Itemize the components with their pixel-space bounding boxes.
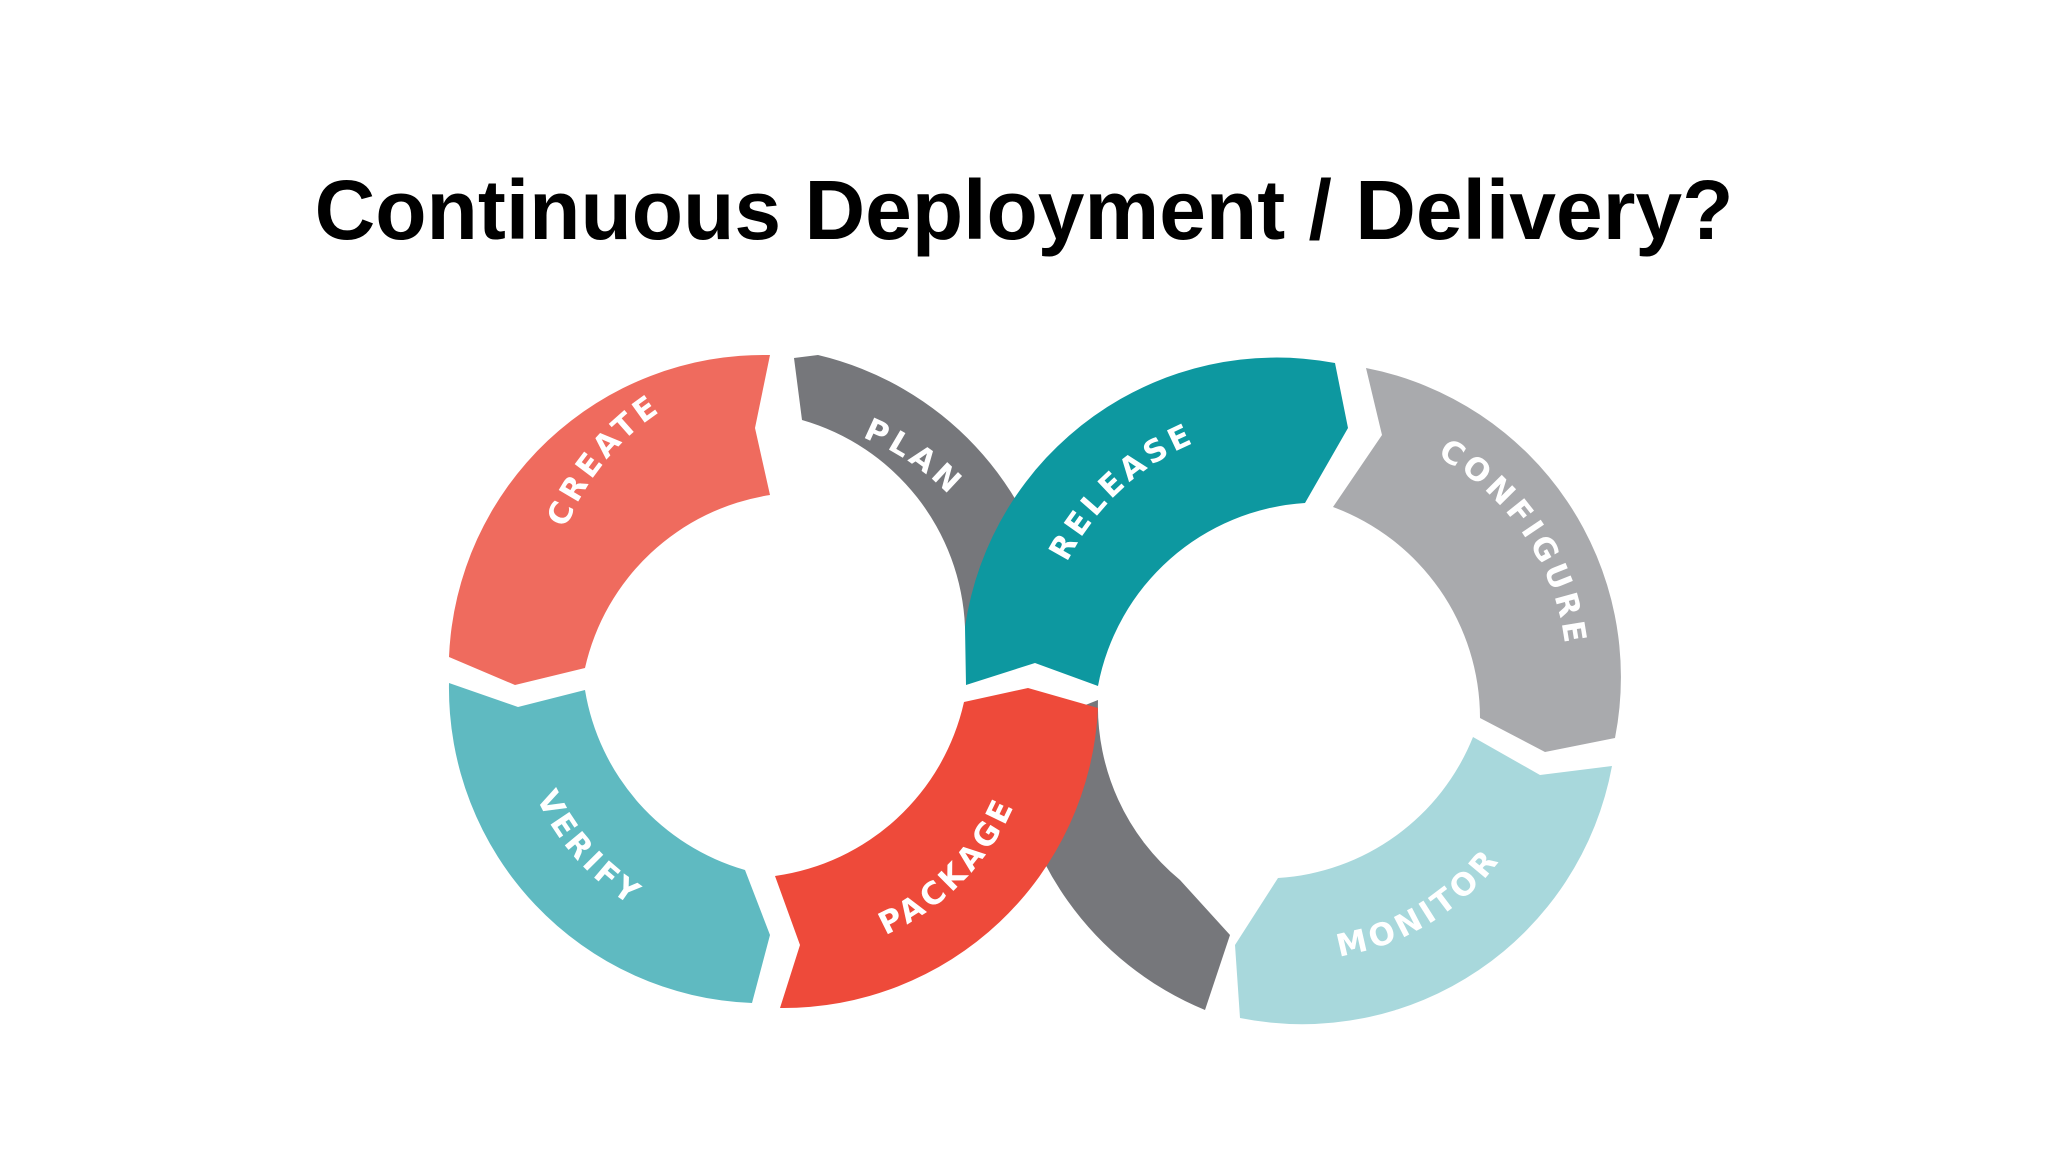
segment-release-shape (965, 357, 1348, 686)
segment-configure-shape (1333, 368, 1621, 752)
slide-title: Continuous Deployment / Delivery? (314, 163, 1734, 257)
segment-create-shape (449, 354, 770, 685)
segment-monitor-shape (1235, 737, 1612, 1025)
segment-package-shape (775, 688, 1098, 1009)
segment-verify-shape (448, 683, 770, 1003)
